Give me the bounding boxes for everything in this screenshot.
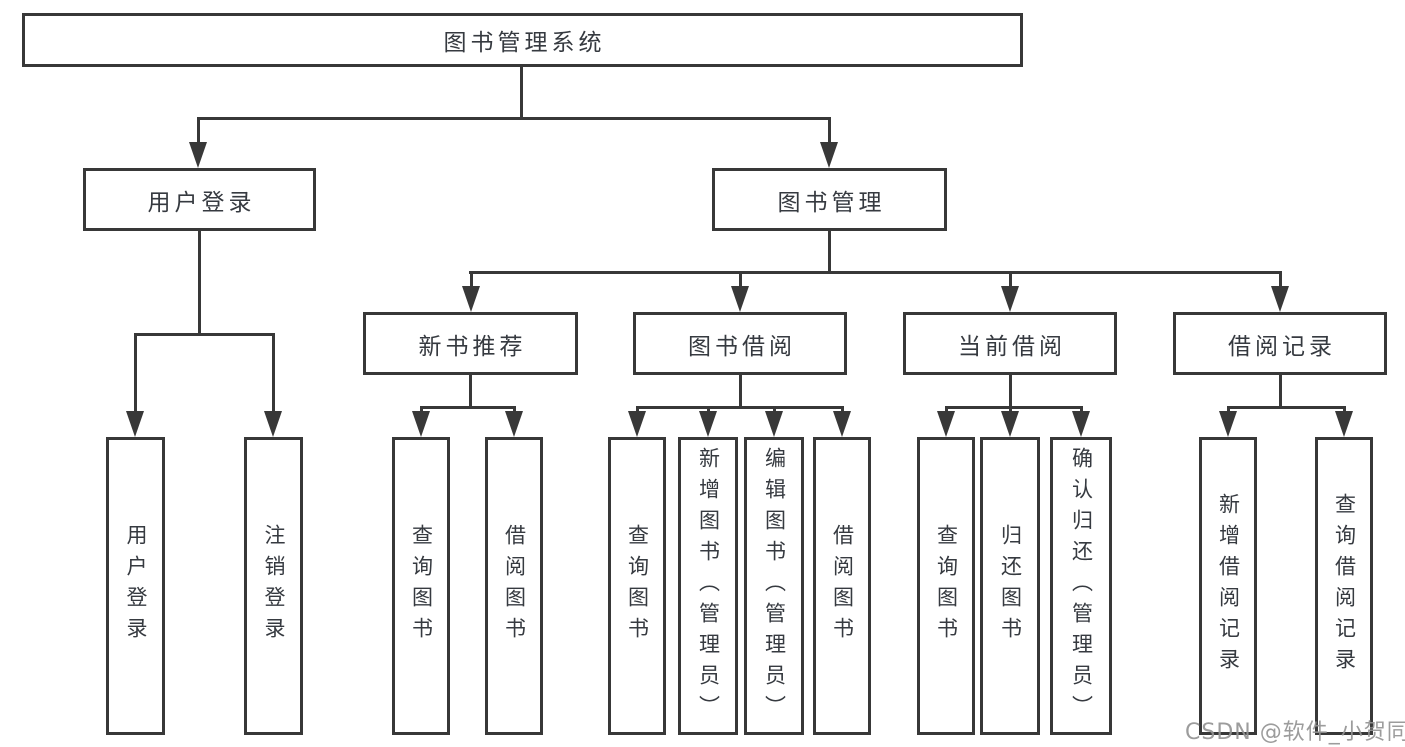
- node-nb-query-books: 查询图书: [392, 437, 450, 735]
- connector-line: [1227, 406, 1230, 413]
- connector-line: [828, 117, 831, 144]
- arrow-down-icon: [412, 411, 430, 437]
- node-cb-confirm-return-admin-label: 确认归还（管理员）: [1069, 446, 1094, 726]
- node-book-borrow: 图书借阅: [633, 312, 847, 375]
- arrow-down-icon: [1072, 411, 1090, 437]
- arrow-down-icon: [731, 286, 749, 312]
- node-logout-leaf: 注销登录: [244, 437, 303, 735]
- node-user-login-branch: 用户登录: [83, 168, 316, 231]
- node-bb-add-books-admin: 新增图书（管理员）: [678, 437, 738, 735]
- watermark: CSDN @软件_小贺同学: [1185, 720, 1405, 745]
- node-current-borrow-label: 当前借阅: [958, 333, 1066, 360]
- connector-line: [1009, 271, 1012, 288]
- node-root-label: 图书管理系统: [443, 30, 606, 56]
- node-cb-return-books: 归还图书: [980, 437, 1040, 735]
- node-bb-borrow-books-label: 借阅图书: [830, 524, 855, 648]
- connector-line: [420, 406, 516, 409]
- node-bb-edit-books-admin: 编辑图书（管理员）: [744, 437, 804, 735]
- connector-line: [841, 406, 844, 413]
- connector-line: [520, 67, 523, 118]
- node-logout-leaf-label: 注销登录: [262, 524, 286, 648]
- node-bb-borrow-books: 借阅图书: [813, 437, 871, 735]
- connector-line: [707, 406, 710, 413]
- node-user-login-leaf-label: 用户登录: [124, 524, 148, 648]
- node-new-book-rec: 新书推荐: [363, 312, 578, 375]
- node-cb-query-books: 查询图书: [917, 437, 975, 735]
- connector-line: [134, 333, 275, 336]
- arrow-down-icon: [833, 411, 851, 437]
- arrow-down-icon: [628, 411, 646, 437]
- connector-line: [513, 406, 516, 413]
- node-nb-borrow-books: 借阅图书: [485, 437, 543, 735]
- node-cb-query-books-label: 查询图书: [934, 524, 959, 648]
- connector-line: [1279, 375, 1282, 408]
- arrow-down-icon: [1001, 286, 1019, 312]
- arrow-down-icon: [699, 411, 717, 437]
- connector-line: [1009, 375, 1012, 408]
- arrow-down-icon: [264, 411, 282, 437]
- arrow-down-icon: [1271, 286, 1289, 312]
- arrow-down-icon: [189, 142, 207, 168]
- connector-line: [470, 271, 473, 288]
- connector-line: [1080, 406, 1083, 413]
- connector-line: [1343, 406, 1346, 413]
- connector-line: [1009, 406, 1012, 413]
- connector-line: [636, 406, 844, 409]
- node-borrow-record: 借阅记录: [1173, 312, 1387, 375]
- connector-line: [420, 406, 423, 413]
- connector-line: [469, 375, 472, 408]
- node-root: 图书管理系统: [22, 13, 1023, 67]
- node-br-add-record: 新增借阅记录: [1199, 437, 1257, 735]
- connector-line: [469, 271, 1281, 274]
- node-br-query-record: 查询借阅记录: [1315, 437, 1373, 735]
- arrow-down-icon: [1219, 411, 1237, 437]
- node-br-query-record-label: 查询借阅记录: [1332, 493, 1357, 679]
- arrow-down-icon: [505, 411, 523, 437]
- node-cb-confirm-return-admin: 确认归还（管理员）: [1050, 437, 1112, 735]
- node-bb-add-books-admin-label: 新增图书（管理员）: [696, 446, 721, 726]
- arrow-down-icon: [462, 286, 480, 312]
- connector-line: [773, 406, 776, 413]
- node-book-mgmt-branch-label: 图书管理: [777, 189, 886, 216]
- arrow-down-icon: [126, 411, 144, 437]
- connector-line: [739, 375, 742, 408]
- arrow-down-icon: [937, 411, 955, 437]
- connector-line: [134, 333, 137, 413]
- node-user-login-branch-label: 用户登录: [147, 189, 256, 216]
- node-bb-query-books: 查询图书: [608, 437, 666, 735]
- node-borrow-record-label: 借阅记录: [1228, 333, 1336, 360]
- connector-line: [198, 231, 201, 336]
- node-bb-query-books-label: 查询图书: [625, 524, 650, 648]
- arrow-down-icon: [765, 411, 783, 437]
- arrow-down-icon: [820, 142, 838, 168]
- connector-line: [828, 231, 831, 274]
- connector-line: [636, 406, 639, 413]
- node-nb-borrow-books-label: 借阅图书: [502, 524, 527, 648]
- node-user-login-leaf: 用户登录: [106, 437, 165, 735]
- node-new-book-rec-label: 新书推荐: [418, 333, 527, 360]
- connector-line: [945, 406, 948, 413]
- node-book-borrow-label: 图书借阅: [688, 333, 796, 360]
- connector-line: [945, 406, 1083, 409]
- connector-line: [1279, 271, 1282, 288]
- arrow-down-icon: [1335, 411, 1353, 437]
- connector-line: [739, 271, 742, 288]
- node-nb-query-books-label: 查询图书: [409, 524, 434, 648]
- node-br-add-record-label: 新增借阅记录: [1216, 493, 1241, 679]
- connector-line: [197, 117, 200, 144]
- connector-line: [1227, 406, 1346, 409]
- connector-line: [272, 333, 275, 413]
- connector-line: [197, 117, 831, 120]
- arrow-down-icon: [1001, 411, 1019, 437]
- node-book-mgmt-branch: 图书管理: [712, 168, 947, 231]
- node-cb-return-books-label: 归还图书: [998, 524, 1023, 648]
- node-current-borrow: 当前借阅: [903, 312, 1117, 375]
- node-bb-edit-books-admin-label: 编辑图书（管理员）: [762, 446, 787, 726]
